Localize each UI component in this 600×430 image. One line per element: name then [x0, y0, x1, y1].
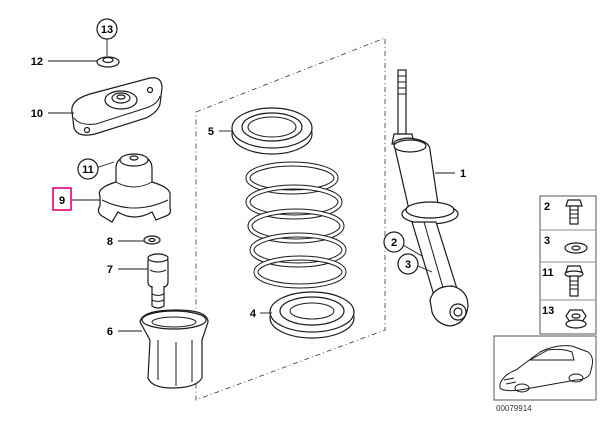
hardware-legend: 2 3 11 13 — [539, 195, 597, 335]
callout-10-label: 10 — [31, 108, 43, 120]
callout-5[interactable]: 5 — [208, 126, 214, 138]
callout-12[interactable]: 12 — [31, 56, 43, 68]
callout-8-label: 8 — [107, 236, 113, 248]
callout-5-label: 5 — [208, 126, 214, 138]
callout-6[interactable]: 6 — [107, 326, 113, 338]
part-5-upper-spring-pad-icon[interactable] — [231, 107, 313, 155]
part-8-washer-icon[interactable] — [143, 235, 161, 245]
legend-item-3[interactable]: 3 — [544, 235, 588, 254]
callout-8[interactable]: 8 — [107, 236, 113, 248]
callout-9[interactable]: 9 — [52, 187, 72, 211]
callout-1[interactable]: 1 — [460, 168, 466, 180]
legend-item-2[interactable]: 2 — [544, 199, 583, 225]
part-1-shock-absorber-icon[interactable] — [391, 69, 469, 327]
coil-spring-icon[interactable] — [245, 161, 347, 289]
part-13-cap-icon[interactable] — [96, 56, 120, 68]
legend-11-label: 11 — [542, 267, 554, 279]
callout-2-label: 2 — [391, 237, 397, 249]
part-10-strut-mount-icon[interactable] — [71, 77, 163, 136]
callout-9-label: 9 — [59, 195, 65, 207]
callout-6-label: 6 — [107, 326, 113, 338]
callout-10[interactable]: 10 — [31, 108, 43, 120]
assembly-outline-spring — [195, 37, 386, 401]
callout-4-label: 4 — [250, 308, 257, 320]
callout-7-label: 7 — [107, 264, 113, 276]
legend-item-13[interactable]: 13 — [542, 305, 587, 329]
callout-4[interactable]: 4 — [250, 308, 257, 320]
part-9-protection-cap-icon[interactable] — [97, 153, 172, 223]
washer-icon — [564, 242, 588, 254]
callout-2[interactable]: 2 — [383, 231, 405, 253]
legend-13-label: 13 — [542, 305, 554, 317]
part-6-protective-tube-icon[interactable] — [139, 309, 209, 389]
part-4-lower-spring-pad-icon[interactable] — [269, 291, 355, 339]
legend-item-11[interactable]: 11 — [542, 265, 584, 297]
callout-11[interactable]: 11 — [77, 158, 99, 180]
legend-2-label: 2 — [544, 201, 550, 213]
diagram-number: 00079914 — [496, 404, 532, 413]
callout-13-label: 13 — [101, 24, 113, 36]
callout-11-label: 11 — [82, 164, 94, 176]
legend-3-label: 3 — [544, 235, 550, 247]
callout-3[interactable]: 3 — [397, 253, 419, 275]
car-thumbnail-icon[interactable] — [493, 335, 597, 401]
leader-lines — [48, 38, 455, 332]
callout-3-label: 3 — [405, 259, 411, 271]
callout-7[interactable]: 7 — [107, 264, 113, 276]
flange-bolt-icon — [564, 265, 584, 297]
bolt-icon — [565, 199, 583, 225]
callout-1-label: 1 — [460, 168, 466, 180]
callout-12-label: 12 — [31, 56, 43, 68]
callout-13[interactable]: 13 — [96, 18, 118, 40]
part-7-bump-stop-icon[interactable] — [147, 253, 169, 309]
nut-icon — [565, 309, 587, 329]
